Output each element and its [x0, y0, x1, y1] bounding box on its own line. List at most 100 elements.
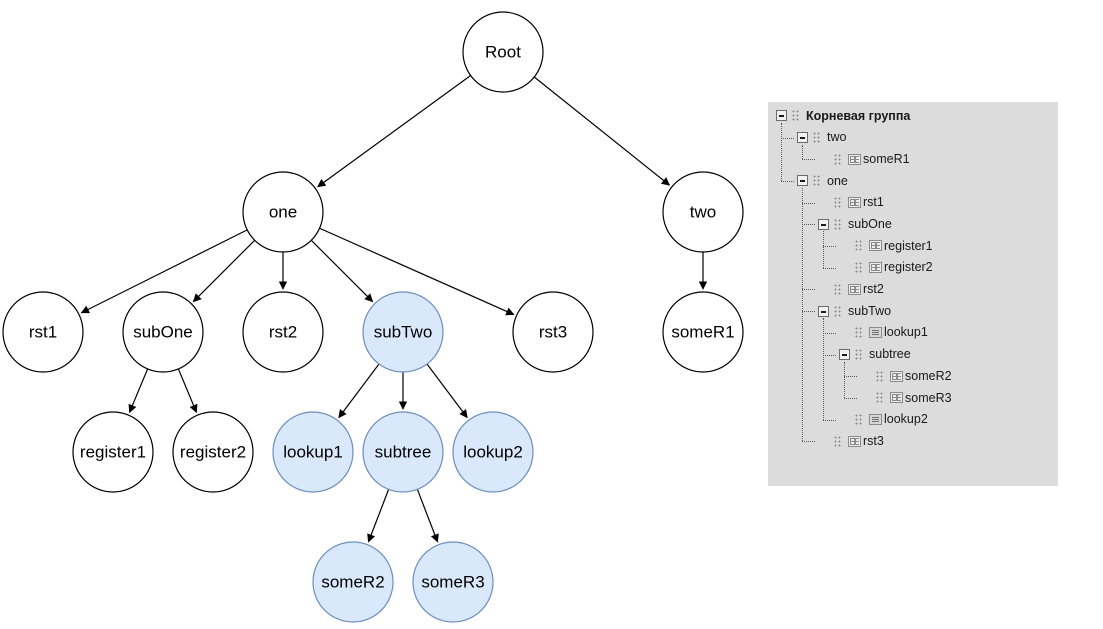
graph-node-label: two [690, 203, 716, 222]
graph-node-shape[interactable] [362, 411, 444, 493]
graph-node-shape[interactable] [242, 171, 324, 253]
tree-row[interactable]: two [768, 127, 1058, 149]
drag-handle-icon[interactable] [792, 110, 801, 122]
graph-node[interactable]: lookup1 [272, 411, 354, 493]
register-table-icon [848, 197, 861, 209]
graph-node[interactable]: subtree [362, 411, 444, 493]
graph-node-shape[interactable] [512, 291, 594, 373]
graph-node-shape[interactable] [462, 11, 544, 93]
graph-edge [128, 368, 149, 414]
drag-handle-icon[interactable] [813, 132, 822, 144]
graph-node[interactable]: register2 [172, 411, 254, 493]
graph-node-shape[interactable] [362, 291, 444, 373]
lookup-table-icon [869, 327, 882, 339]
drag-handle-icon[interactable] [834, 305, 843, 317]
tree-expander-collapse-icon[interactable] [818, 218, 829, 230]
tree-row[interactable]: one [768, 170, 1058, 192]
drag-handle-icon[interactable] [834, 435, 843, 447]
node-graph-canvas[interactable]: Root one two rst1 subOne rst2 subTwo rst3 someR1… [0, 0, 760, 629]
graph-edge [416, 489, 439, 543]
drag-handle-icon[interactable] [834, 283, 843, 295]
graph-node-shape[interactable] [452, 411, 534, 493]
tree-row-label: one [827, 173, 848, 188]
register-table-icon [848, 153, 861, 165]
graph-node[interactable]: someR2 [312, 541, 394, 623]
tree-row-label: two [827, 130, 847, 145]
tree-row-label: someR2 [905, 368, 952, 383]
tree-row-label: rst2 [863, 282, 884, 297]
drag-handle-icon[interactable] [855, 348, 864, 360]
graph-node[interactable]: subTwo [362, 291, 444, 373]
graph-node-shape[interactable] [272, 411, 354, 493]
graph-node[interactable]: Root [462, 11, 544, 93]
tree-row-label: register2 [884, 260, 933, 275]
tree-row[interactable]: subtree [768, 344, 1058, 366]
graph-node[interactable]: someR1 [662, 291, 744, 373]
graph-node-label: rst2 [269, 323, 297, 342]
tree-row[interactable]: subOne [768, 213, 1058, 235]
graph-node[interactable]: rst2 [242, 291, 324, 373]
graph-node-label: someR1 [671, 323, 734, 342]
graph-node[interactable]: register1 [72, 411, 154, 493]
graph-node-shape[interactable] [312, 541, 394, 623]
graph-edge [317, 75, 472, 188]
graph-node[interactable]: lookup2 [452, 411, 534, 493]
tree-row-label: subtree [869, 347, 911, 362]
graph-node[interactable]: rst3 [512, 291, 594, 373]
drag-handle-icon[interactable] [855, 413, 864, 425]
tree-row[interactable]: rst3 [768, 430, 1058, 452]
tree-row-label: Корневая группа [806, 108, 911, 123]
drag-handle-icon[interactable] [855, 240, 864, 252]
register-table-icon [848, 283, 861, 295]
lookup-table-icon [869, 413, 882, 425]
tree-expander-collapse-icon[interactable] [797, 132, 808, 144]
graph-node[interactable]: one [242, 171, 324, 253]
graph-nodes[interactable]: Root one two rst1 subOne rst2 subTwo rst3 someR1… [2, 11, 744, 623]
tree-row[interactable]: rst1 [768, 192, 1058, 214]
register-table-icon [869, 240, 882, 252]
tree-expander-collapse-icon[interactable] [839, 348, 850, 360]
graph-node-shape[interactable] [242, 291, 324, 373]
graph-node[interactable]: subOne [122, 291, 204, 373]
drag-handle-icon[interactable] [834, 153, 843, 165]
drag-handle-icon[interactable] [834, 197, 843, 209]
tree-expander-collapse-icon[interactable] [776, 110, 787, 122]
tree-row[interactable]: someR3 [768, 387, 1058, 409]
graph-node-shape[interactable] [2, 291, 84, 373]
tree-row[interactable]: someR1 [768, 148, 1058, 170]
drag-handle-icon[interactable] [876, 392, 885, 404]
tree-row[interactable]: lookup1 [768, 322, 1058, 344]
graph-node-shape[interactable] [662, 171, 744, 253]
graph-node[interactable]: someR3 [412, 541, 494, 623]
register-table-icon [869, 262, 882, 274]
tree-row[interactable]: lookup2 [768, 409, 1058, 431]
tree-row[interactable]: someR2 [768, 365, 1058, 387]
tree-row[interactable]: subTwo [768, 300, 1058, 322]
tree-row[interactable]: rst2 [768, 279, 1058, 301]
tree-row-label: lookup2 [884, 412, 928, 427]
graph-node-shape[interactable] [662, 291, 744, 373]
tree-row-label: lookup1 [884, 325, 928, 340]
tree-row[interactable]: Корневая группа [768, 105, 1058, 127]
register-table-icon [890, 370, 903, 382]
graph-node-shape[interactable] [122, 291, 204, 373]
drag-handle-icon[interactable] [834, 218, 843, 230]
graph-node-shape[interactable] [412, 541, 494, 623]
graph-edge [192, 239, 256, 303]
register-table-icon [848, 435, 861, 447]
graph-node[interactable]: rst1 [2, 291, 84, 373]
drag-handle-icon[interactable] [876, 370, 885, 382]
graph-node[interactable]: two [662, 171, 744, 253]
tree-expander-collapse-icon[interactable] [818, 305, 829, 317]
tree-row[interactable]: register2 [768, 257, 1058, 279]
graph-edge [319, 227, 515, 316]
tree-expander-collapse-icon[interactable] [797, 175, 808, 187]
tree-row[interactable]: register1 [768, 235, 1058, 257]
graph-node-shape[interactable] [172, 411, 254, 493]
graph-node-shape[interactable] [72, 411, 154, 493]
drag-handle-icon[interactable] [813, 175, 822, 187]
drag-handle-icon[interactable] [855, 327, 864, 339]
drag-handle-icon[interactable] [855, 262, 864, 274]
